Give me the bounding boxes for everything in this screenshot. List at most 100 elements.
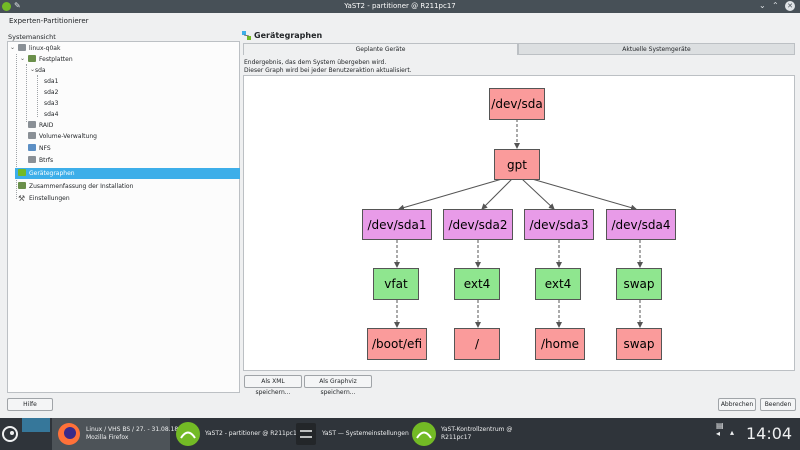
tree-guide <box>37 75 38 117</box>
node-filesystem-ext4[interactable]: ext4 <box>454 268 500 300</box>
task-firefox[interactable]: Linux / VHS BS / 27. - 31.08.18 - Mozill… <box>52 418 182 450</box>
node-filesystem-ext4[interactable]: ext4 <box>535 268 581 300</box>
maximize-icon[interactable]: ⌃ <box>772 1 779 10</box>
settings-sliders-icon <box>296 423 316 445</box>
title-bar[interactable]: ✎ YaST2 - partitioner @ R211pc17 ⌄ ⌃ ✕ <box>0 0 800 13</box>
tree-item-raid[interactable]: RAID <box>28 120 53 131</box>
help-button[interactable]: Hilfe <box>7 398 53 411</box>
tree-item-sda4[interactable]: sda4 <box>44 109 58 120</box>
volume-icon[interactable]: ◂ <box>716 429 721 438</box>
yast-icon <box>412 422 436 446</box>
tree-item-label: Festplatten <box>39 56 73 63</box>
task-label: YaST2 - partitioner @ R211pc17 <box>205 430 301 437</box>
device-graph[interactable]: /dev/sda gpt /dev/sda1 /dev/sda2 /dev/sd… <box>243 75 795 371</box>
finish-button[interactable]: Beenden <box>760 398 796 411</box>
btrfs-icon <box>28 156 36 163</box>
description-line: Endergebnis, das dem System übergeben wi… <box>244 59 387 66</box>
expand-icon[interactable]: ⌄ <box>10 44 16 51</box>
node-partition-sda1[interactable]: /dev/sda1 <box>362 209 432 240</box>
system-tray[interactable]: ▤ ◂ <box>716 422 726 446</box>
desktop-pager[interactable] <box>22 418 50 432</box>
node-filesystem-vfat[interactable]: vfat <box>373 268 419 300</box>
task-yast-partitioner[interactable]: YaST2 - partitioner @ R211pc17 <box>172 418 301 450</box>
taskbar: Linux / VHS BS / 27. - 31.08.18 - Mozill… <box>0 418 800 450</box>
save-xml-button[interactable]: Als XML speichern... <box>244 375 302 396</box>
edge-table-sda4 <box>531 178 637 211</box>
tree-item-label: sda3 <box>44 100 59 107</box>
tree-item-settings[interactable]: ⚒Einstellungen <box>18 193 70 204</box>
yast-app-icon[interactable] <box>2 2 11 11</box>
dialog-title: Experten-Partitionierer <box>9 17 89 25</box>
tree-item-sda3[interactable]: sda3 <box>44 98 58 109</box>
close-icon[interactable]: ✕ <box>785 1 795 11</box>
system-tree[interactable]: ⌄ linux-q0ak ⌄ Festplatten ⌄ sda sda1 sd… <box>7 41 240 393</box>
tree-item-label: sda4 <box>44 111 59 118</box>
tree-item-btrfs[interactable]: Btrfs <box>28 155 53 166</box>
task-label-line: YaST-Kontrollzentrum @ <box>441 426 513 433</box>
tree-item-label: Einstellungen <box>29 195 70 202</box>
tree-item-hard-disks[interactable]: Festplatten <box>28 54 73 65</box>
node-partition-sda4[interactable]: /dev/sda4 <box>606 209 676 240</box>
expand-icon[interactable]: ⌄ <box>20 55 26 62</box>
tree-guide <box>16 54 17 199</box>
node-mount-boot-efi[interactable]: /boot/efi <box>367 328 427 360</box>
node-disk-sda[interactable]: /dev/sda <box>489 88 545 120</box>
firefox-icon <box>58 423 80 445</box>
tree-item-sda[interactable]: sda <box>35 65 46 76</box>
window-title: YaST2 - partitioner @ R211pc17 <box>344 2 456 10</box>
expand-icon[interactable]: ⌄ <box>30 66 36 73</box>
computer-icon <box>18 44 26 51</box>
network-drive-icon <box>28 144 36 151</box>
tree-item-volume-management[interactable]: Volume-Verwaltung <box>28 131 97 142</box>
hard-disk-icon <box>28 55 36 62</box>
tree-item-label: Volume-Verwaltung <box>39 133 97 140</box>
tree-item-host[interactable]: linux-q0ak <box>18 43 60 54</box>
task-yast-control-center[interactable]: YaST-Kontrollzentrum @ R211pc17 <box>408 418 522 450</box>
cancel-button[interactable]: Abbrechen <box>718 398 756 411</box>
yast-icon <box>176 422 200 446</box>
task-label: YaST-Kontrollzentrum @ R211pc17 <box>441 426 512 442</box>
wrench-icon: ⚒ <box>18 194 26 203</box>
node-filesystem-swap[interactable]: swap <box>616 268 662 300</box>
tree-item-label: Btrfs <box>39 157 54 164</box>
clipboard-icon[interactable]: ▤ <box>716 421 724 430</box>
edge-table-sda3 <box>521 178 555 210</box>
node-mount-swap[interactable]: swap <box>616 328 662 360</box>
task-label: Linux / VHS BS / 27. - 31.08.18 - Mozill… <box>86 426 182 442</box>
node-partition-table[interactable]: gpt <box>494 149 540 180</box>
tree-item-sda1[interactable]: sda1 <box>44 76 58 87</box>
node-partition-sda2[interactable]: /dev/sda2 <box>443 209 513 240</box>
application-launcher[interactable] <box>0 418 22 450</box>
task-label: YaST — Systemeinstellungen <box>322 430 409 437</box>
tree-item-nfs[interactable]: NFS <box>28 143 51 154</box>
task-label-line: Linux / VHS BS / 27. - 31.08.18 - <box>86 426 183 433</box>
tree-item-device-graphs[interactable]: Gerätegraphen <box>15 168 240 179</box>
tab-planned-devices[interactable]: Geplante Geräte <box>243 43 518 55</box>
tree-item-label: sda2 <box>44 89 59 96</box>
opensuse-logo-icon <box>2 426 18 442</box>
system-view-label: Systemansicht <box>8 33 56 41</box>
save-graphviz-button[interactable]: Als Graphviz speichern... <box>304 375 372 396</box>
node-partition-sda3[interactable]: /dev/sda3 <box>524 209 594 240</box>
edge-table-sda2 <box>481 178 513 210</box>
node-mount-root[interactable]: / <box>454 328 500 360</box>
device-graph-icon <box>242 31 251 40</box>
task-label-line: R211pc17 <box>441 434 472 441</box>
volume-icon <box>28 132 36 139</box>
tree-item-label: Gerätegraphen <box>29 170 75 177</box>
node-mount-home[interactable]: /home <box>535 328 585 360</box>
graph-edges <box>394 119 643 328</box>
tree-item-label: sda1 <box>44 78 59 85</box>
task-yast-settings[interactable]: YaST — Systemeinstellungen <box>292 418 409 450</box>
minimize-icon[interactable]: ⌄ <box>759 1 766 10</box>
description-line: Dieser Graph wird bei jeder Benutzerakti… <box>244 67 412 74</box>
page-title: Gerätegraphen <box>254 31 323 40</box>
tree-item-label: Zusammenfassung der Installation <box>29 183 134 190</box>
tab-current-system-devices[interactable]: Aktuelle Systemgeräte <box>518 43 795 55</box>
tree-item-installation-summary[interactable]: Zusammenfassung der Installation <box>18 181 133 192</box>
tree-item-sda2[interactable]: sda2 <box>44 87 58 98</box>
tray-expand-icon[interactable]: ▴ <box>730 428 735 437</box>
pin-icon[interactable]: ✎ <box>14 1 21 10</box>
task-label-line: Mozilla Firefox <box>86 434 129 441</box>
digital-clock[interactable]: 14:04 <box>746 424 793 443</box>
